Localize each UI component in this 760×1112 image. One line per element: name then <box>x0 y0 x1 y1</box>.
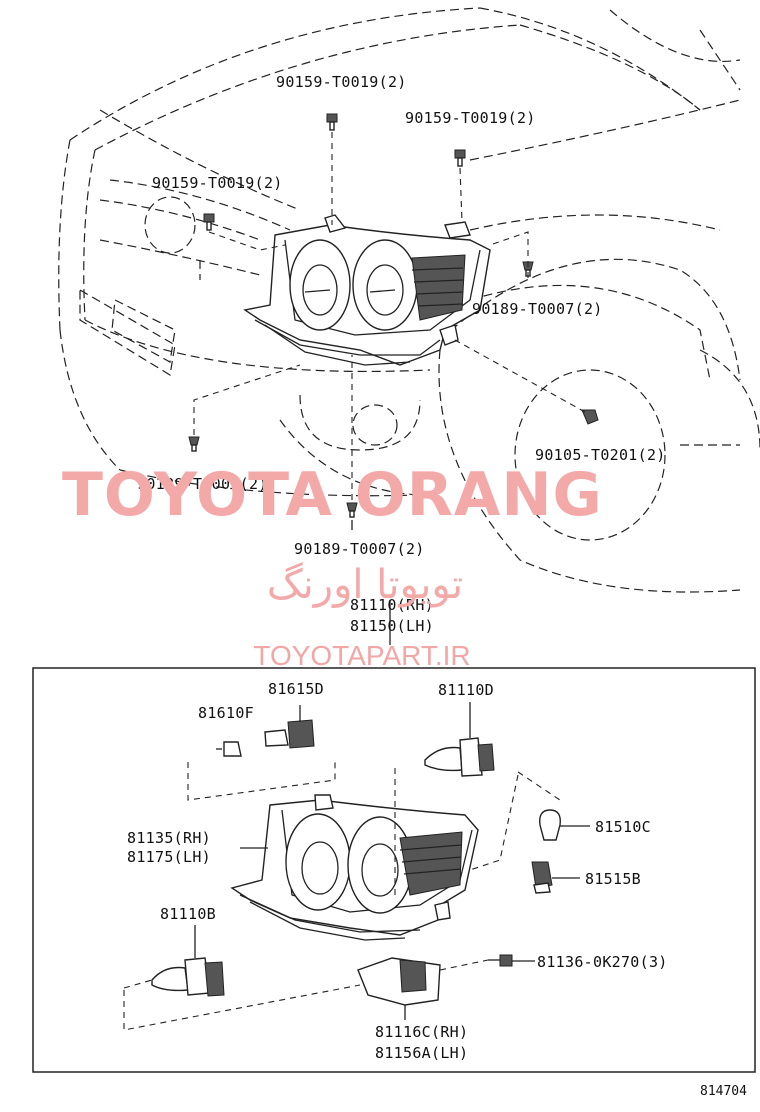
label-unit-rh: 81135(RH) <box>127 829 211 847</box>
bulb-81510c <box>539 809 590 841</box>
label-clip-right: 90189-T0007(2) <box>472 300 603 318</box>
bulb-81615d <box>264 705 315 749</box>
bulb-81110b <box>151 925 225 997</box>
bulb-81110d <box>424 702 495 777</box>
label-bracket-rh: 81116C(RH) <box>375 1023 468 1041</box>
bulb-81610f <box>216 741 242 757</box>
label-bracket-lh: 81156A(LH) <box>375 1044 468 1062</box>
headlamp-assembly-upper <box>243 214 491 366</box>
label-upper-bolt-b: 90159-T0019(2) <box>405 109 536 127</box>
clip-icon <box>346 502 358 518</box>
label-assy-rh: 81110(RH) <box>350 596 434 614</box>
watermark-url: TOYOTAPART.IR <box>253 640 470 671</box>
label-bulb-81110b: 81110B <box>160 905 216 923</box>
watermark-persian: تویوتا اورنگ <box>267 562 463 608</box>
bracket-81116c <box>357 957 441 1020</box>
label-screw-fender: 90105-T0201(2) <box>535 446 666 464</box>
label-assy-lh: 81150(LH) <box>350 617 434 635</box>
screw-81136 <box>488 954 535 967</box>
detail-box <box>32 667 756 1073</box>
upper-fasteners <box>188 113 599 645</box>
label-clip-left: 90189-T0007(2) <box>137 475 268 493</box>
bolt-icon <box>454 149 466 167</box>
bolt-icon <box>326 113 338 131</box>
label-unit-lh: 81175(LH) <box>127 848 211 866</box>
label-bulb-81110d: 81110D <box>438 681 494 699</box>
label-upper-bolt-c: 90159-T0019(2) <box>152 174 283 192</box>
socket-81515b <box>531 861 580 894</box>
label-clip-bottom: 90189-T0007(2) <box>294 540 425 558</box>
detail-dashed-leaders <box>123 762 561 1031</box>
label-upper-bolt-a: 90159-T0019(2) <box>276 73 407 91</box>
clip-icon <box>188 436 200 452</box>
screw-icon <box>581 409 599 425</box>
label-bulb-81615d: 81615D <box>268 680 324 698</box>
watermark-brand: TOYOTA ORANG <box>62 460 603 530</box>
diagram-code: 814704 <box>700 1084 747 1099</box>
label-bulb-81510c: 81510C <box>595 818 651 836</box>
headlamp-unit-detail <box>230 794 479 941</box>
bolt-icon <box>203 213 215 231</box>
vehicle-body-outline <box>58 7 760 593</box>
label-screw-81136: 81136-0K270(3) <box>537 953 668 971</box>
label-socket-81515b: 81515B <box>585 870 641 888</box>
label-bulb-81610f: 81610F <box>198 704 254 722</box>
